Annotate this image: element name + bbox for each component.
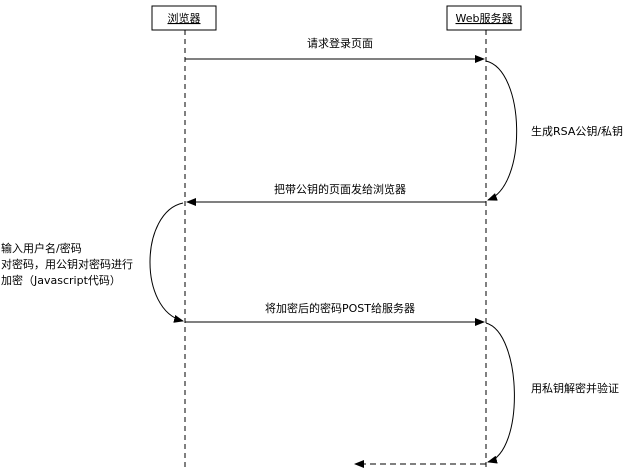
- message-label: 把带公钥的页面发给浏览器: [274, 182, 406, 196]
- self-action-label: 用私钥解密并验证: [531, 381, 619, 395]
- self-action-label-line-3: 加密（Javascript代码）: [1, 273, 121, 287]
- participant-browser-label: 浏览器: [168, 11, 201, 25]
- participant-server: Web服务器: [446, 5, 522, 31]
- self-action-decrypt-verify: 用私钥解密并验证: [485, 322, 619, 464]
- message-send-page-with-public-key: 把带公钥的页面发给浏览器: [186, 182, 486, 206]
- message-request-login-page: 请求登录页面: [185, 36, 485, 63]
- self-action-generate-keys: 生成RSA公钥/私钥: [485, 60, 623, 201]
- message-post-encrypted-password: 将加密后的密码POST给服务器: [185, 301, 485, 326]
- participant-browser: 浏览器: [151, 5, 217, 31]
- self-action-label: 生成RSA公钥/私钥: [531, 124, 623, 138]
- self-action-encrypt-password: 输入用户名/密码 对密码，用公钥对密码进行 加密（Javascript代码）: [1, 202, 184, 323]
- participant-server-label: Web服务器: [456, 12, 513, 25]
- message-label: 请求登录页面: [307, 36, 373, 50]
- self-action-label-line-2: 对密码，用公钥对密码进行: [1, 257, 133, 271]
- self-action-label-line-1: 输入用户名/密码: [1, 241, 82, 255]
- message-label: 将加密后的密码POST给服务器: [265, 301, 415, 315]
